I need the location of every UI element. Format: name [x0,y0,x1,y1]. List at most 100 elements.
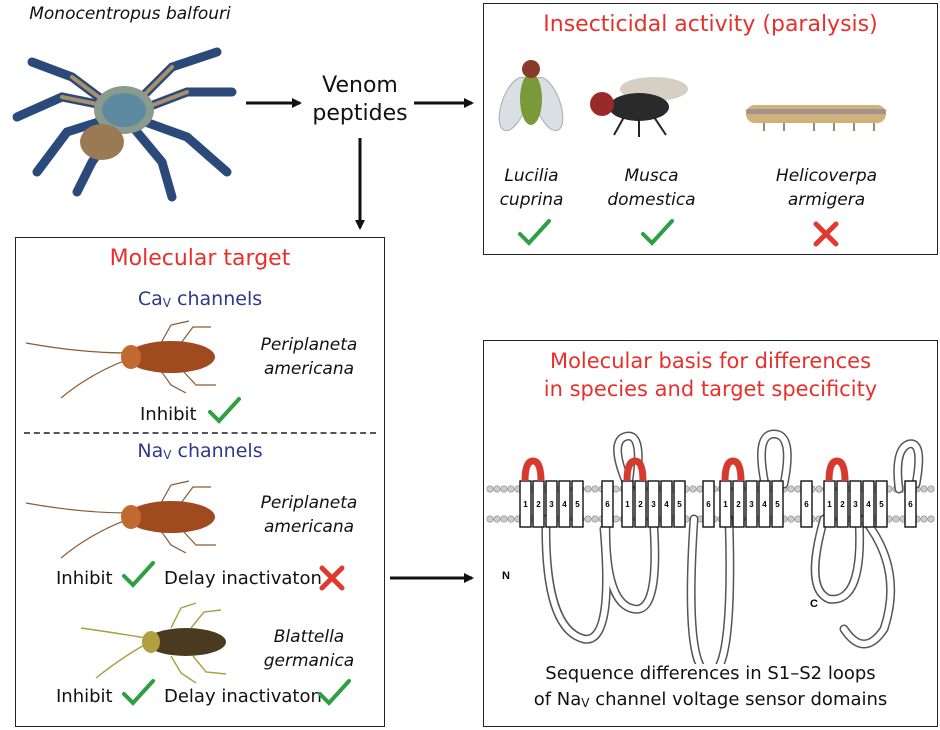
lipid-head [927,515,935,523]
transmembrane-segment [800,480,813,528]
segment-number: 6 [706,500,711,509]
transmembrane-segment [702,480,715,528]
ca-prefix: Ca [137,288,163,310]
segment-number: 5 [775,500,780,509]
lipid-head [787,485,795,493]
musca-check-icon [641,219,674,246]
segment-number: 3 [549,500,554,509]
roach-3-label: Blattella germanica [263,627,355,671]
roach-3-inhibit: Inhibit [56,686,113,707]
s1-s2-loop [721,457,745,482]
lucilia-check-icon [518,219,551,246]
transmembrane-segment [660,480,673,528]
lipid-head [584,485,592,493]
transmembrane-segment [647,480,660,528]
lipid-head [507,515,515,523]
segment-number: 2 [840,500,845,509]
musca-label: Musca domestica [607,166,696,210]
lipid-head [612,515,620,523]
segment-number: 1 [523,500,528,509]
spider-species-label: Monocentropus balfouri [29,4,231,24]
transmembrane-segment [571,480,584,528]
helicoverpa-label: Helicoverpa armigera [775,166,878,210]
lipid-head [696,485,704,493]
segment-number: 2 [638,500,643,509]
segment-number: 4 [562,500,567,509]
lipid-head [591,515,599,523]
n-terminus-label: N [502,570,510,582]
transmembrane-segment [862,480,875,528]
lipid-head [591,485,599,493]
s1-s2-loop [521,457,545,482]
segment-number: 6 [908,500,913,509]
venom-peptides-label: Venom peptides [312,73,408,126]
spider-image [12,47,237,202]
na-prefix: Na [137,440,164,462]
transmembrane-segment [758,480,771,528]
lipid-head [493,515,501,523]
transmembrane-segment [849,480,862,528]
segment-number: 4 [762,500,767,509]
segment-number: 1 [827,500,832,509]
na-channels-label: NaV channels [16,440,384,462]
dashed-divider [24,432,376,434]
ca-suffix: channels [171,288,263,310]
basis-caption-line2: of NaV channel voltage sensor domains [484,689,937,710]
roach-3-delay: Delay inactivaton [164,686,322,707]
lipid-head [787,515,795,523]
roach-1-image [25,320,216,399]
caption-sub: V [581,696,590,710]
roach-1-result: Inhibit [140,404,197,425]
lipid-head [794,485,802,493]
lipid-head [892,515,900,523]
musca-image [590,77,688,137]
lipid-head [815,485,823,493]
ca-channels-label: CaV channels [16,288,384,310]
segment-number: 6 [804,500,809,509]
molecular-target-title: Molecular target [109,246,291,271]
roach-2-delay-cross-icon [319,565,345,591]
segment-number: 2 [536,500,541,509]
transmembrane-segment [745,480,758,528]
lipid-head [584,515,592,523]
lipid-head [612,485,620,493]
lipid-head [920,485,928,493]
molecular-target-panel: Molecular target CaV channels Periplanet… [15,237,385,727]
insecticidal-activity-panel: Insecticidal activity (paralysis) Lucili… [483,3,938,255]
transmembrane-segment [673,480,686,528]
lipid-head [486,515,494,523]
na-sub: V [163,448,172,462]
roach-2-inhibit: Inhibit [56,568,113,589]
segment-number: 3 [853,500,858,509]
roach-2-delay: Delay inactivaton [164,568,322,589]
helicoverpa-image [746,105,886,131]
insecticidal-title: Insecticidal activity (paralysis) [543,12,878,37]
roach-3-image [80,602,227,684]
segment-number: 4 [664,500,669,509]
segment-number: 3 [749,500,754,509]
segment-number: 1 [625,500,630,509]
lipid-head [500,515,508,523]
segment-number: 3 [651,500,656,509]
basis-caption-line1: Sequence differences in S1–S2 loops [545,663,876,684]
ca-sub: V [162,296,171,310]
segment-number: 1 [723,500,728,509]
lucilia-image [498,60,564,132]
roach-2-label: Periplaneta americana [260,493,358,537]
segment-number: 4 [866,500,871,509]
segment-number: 6 [605,500,610,509]
caption-prefix: of Na [533,689,582,710]
caption-suffix: channel voltage sensor domains [589,689,888,710]
roach-2-inhibit-check-icon [122,561,155,588]
s1-s2-loop [825,457,849,482]
transmembrane-segment [545,480,558,528]
transmembrane-segment [558,480,571,528]
roach-1-check-icon [208,397,241,424]
lipid-head [486,485,494,493]
s1-s2-loop [623,457,647,482]
molecular-basis-title: Molecular basis for differences in speci… [543,349,878,401]
segment-number: 5 [575,500,580,509]
c-terminus-label: C [810,598,818,610]
